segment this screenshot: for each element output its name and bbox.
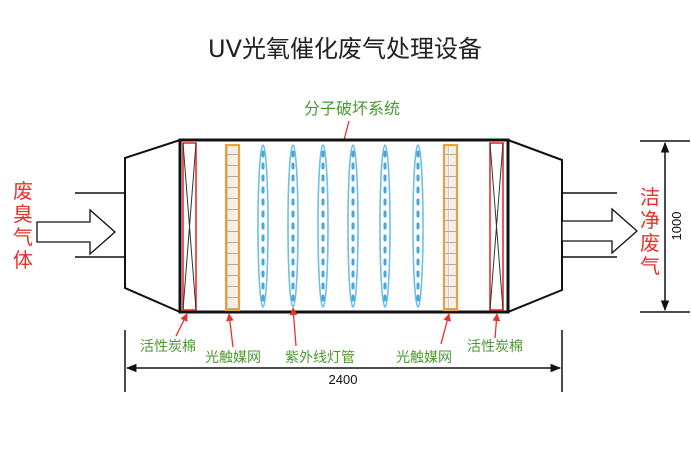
mesh-left-pointer xyxy=(225,313,234,348)
activated-carbon-left xyxy=(182,142,197,311)
uv-lamp-label: 紫外线灯管 xyxy=(285,350,355,366)
uv-lamp-1 xyxy=(257,144,269,308)
photocatalyst-mesh-right xyxy=(442,143,459,312)
carbon-left-pointer xyxy=(175,313,188,337)
uv-lamp-5 xyxy=(379,144,391,308)
mesh-right-label: 光触媒网 xyxy=(396,350,452,366)
carbon-right-pointer xyxy=(492,313,501,339)
inlet-cone xyxy=(124,138,181,314)
length-dimension-label: 2400 xyxy=(329,372,358,387)
carbon-left-label: 活性炭棉 xyxy=(140,338,196,355)
height-dimension xyxy=(640,140,690,313)
inlet-flow-arrow-icon xyxy=(36,208,116,256)
uv-lamp-2 xyxy=(287,144,299,308)
outlet-gas-label: 洁净废气 xyxy=(640,185,660,278)
photocatalyst-mesh-left xyxy=(224,143,241,312)
mesh-left-label: 光触媒网 xyxy=(205,350,261,366)
page-title: UV光氧催化废气处理设备 xyxy=(208,35,482,63)
carbon-right-label: 活性炭棉 xyxy=(467,338,523,355)
outlet-cone xyxy=(507,138,563,314)
length-dimension xyxy=(124,330,563,392)
mesh-right-pointer xyxy=(440,313,451,345)
uv-lamp-6 xyxy=(412,144,424,308)
uv-lamp-pointer xyxy=(289,307,298,347)
height-dimension-label: 1000 xyxy=(669,212,684,241)
uv-lamp-4 xyxy=(347,144,359,308)
outlet-flow-arrow-icon xyxy=(561,207,638,255)
uv-lamp-3 xyxy=(317,144,329,308)
molecular-destruction-label: 分子破坏系统 xyxy=(304,99,400,118)
activated-carbon-right xyxy=(489,142,504,311)
inlet-gas-label: 废臭气体 xyxy=(13,179,33,272)
